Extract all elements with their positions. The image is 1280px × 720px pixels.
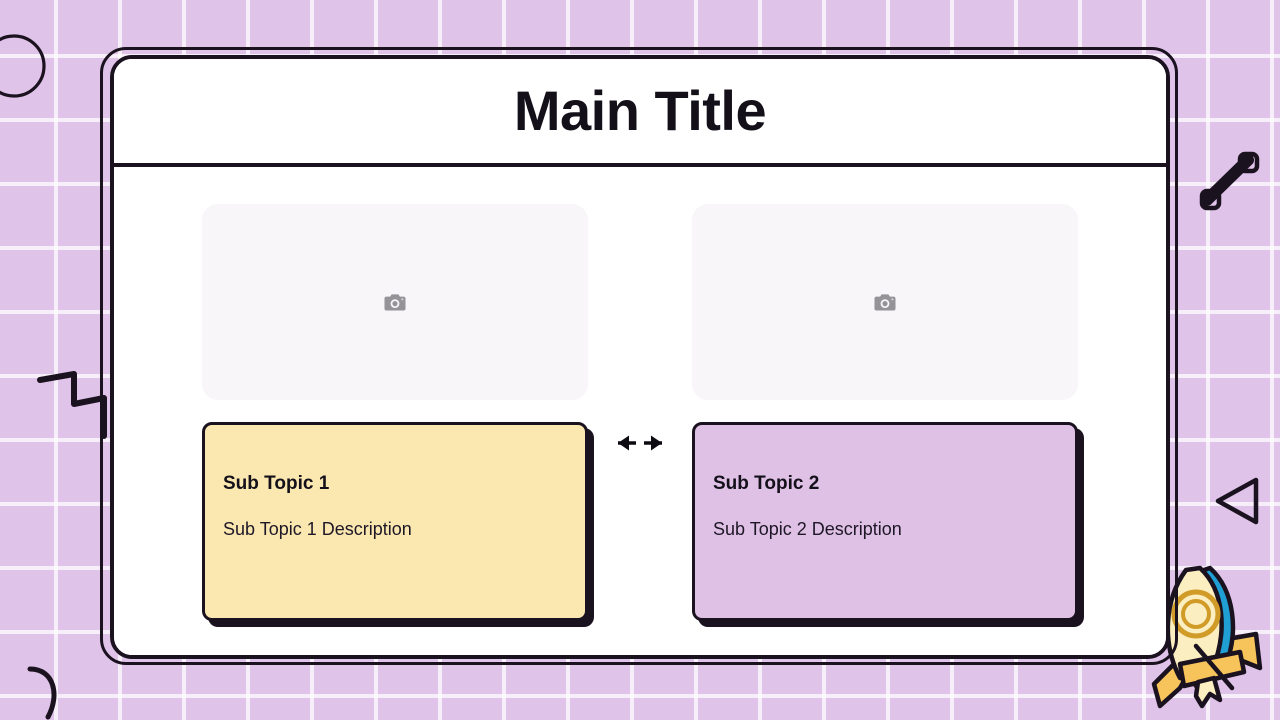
- board-outer-frame: [100, 47, 1178, 665]
- sub-topic-title-1: Sub Topic 1: [223, 473, 330, 494]
- crescent-arc-decoration: [14, 655, 74, 720]
- sub-topic-title-2: Sub Topic 2: [713, 473, 820, 494]
- column-2: Sub Topic 2 Sub Topic 2 Description: [692, 204, 1078, 621]
- image-placeholder-2[interactable]: [692, 204, 1078, 400]
- sub-topic-description-1: Sub Topic 1 Description: [223, 518, 412, 539]
- image-placeholder-1[interactable]: [202, 204, 588, 400]
- sub-topic-card-1[interactable]: Sub Topic 1 Sub Topic 1 Description: [202, 422, 588, 621]
- columns-container: Sub Topic 1 Sub Topic 1 Description: [202, 204, 1078, 621]
- circle-outline-decoration: [0, 26, 54, 106]
- board-header: Main Title: [114, 59, 1166, 167]
- page-title: Main Title: [513, 79, 767, 142]
- triangle-outline-decoration: [1208, 470, 1270, 532]
- column-1: Sub Topic 1 Sub Topic 1 Description: [202, 204, 588, 621]
- camera-icon: [874, 293, 896, 310]
- bidirectional-arrows-icon: [618, 435, 662, 450]
- main-board: Main Title Sub Topic 1: [110, 55, 1170, 659]
- sub-topic-card-2[interactable]: Sub Topic 2 Sub Topic 2 Description: [692, 422, 1078, 621]
- sub-topic-description-2: Sub Topic 2 Description: [713, 518, 902, 539]
- camera-icon: [384, 293, 406, 310]
- connector-arrows: [595, 428, 685, 458]
- board-body: Sub Topic 1 Sub Topic 1 Description: [114, 167, 1166, 655]
- percent-mark-decoration: [1194, 146, 1264, 216]
